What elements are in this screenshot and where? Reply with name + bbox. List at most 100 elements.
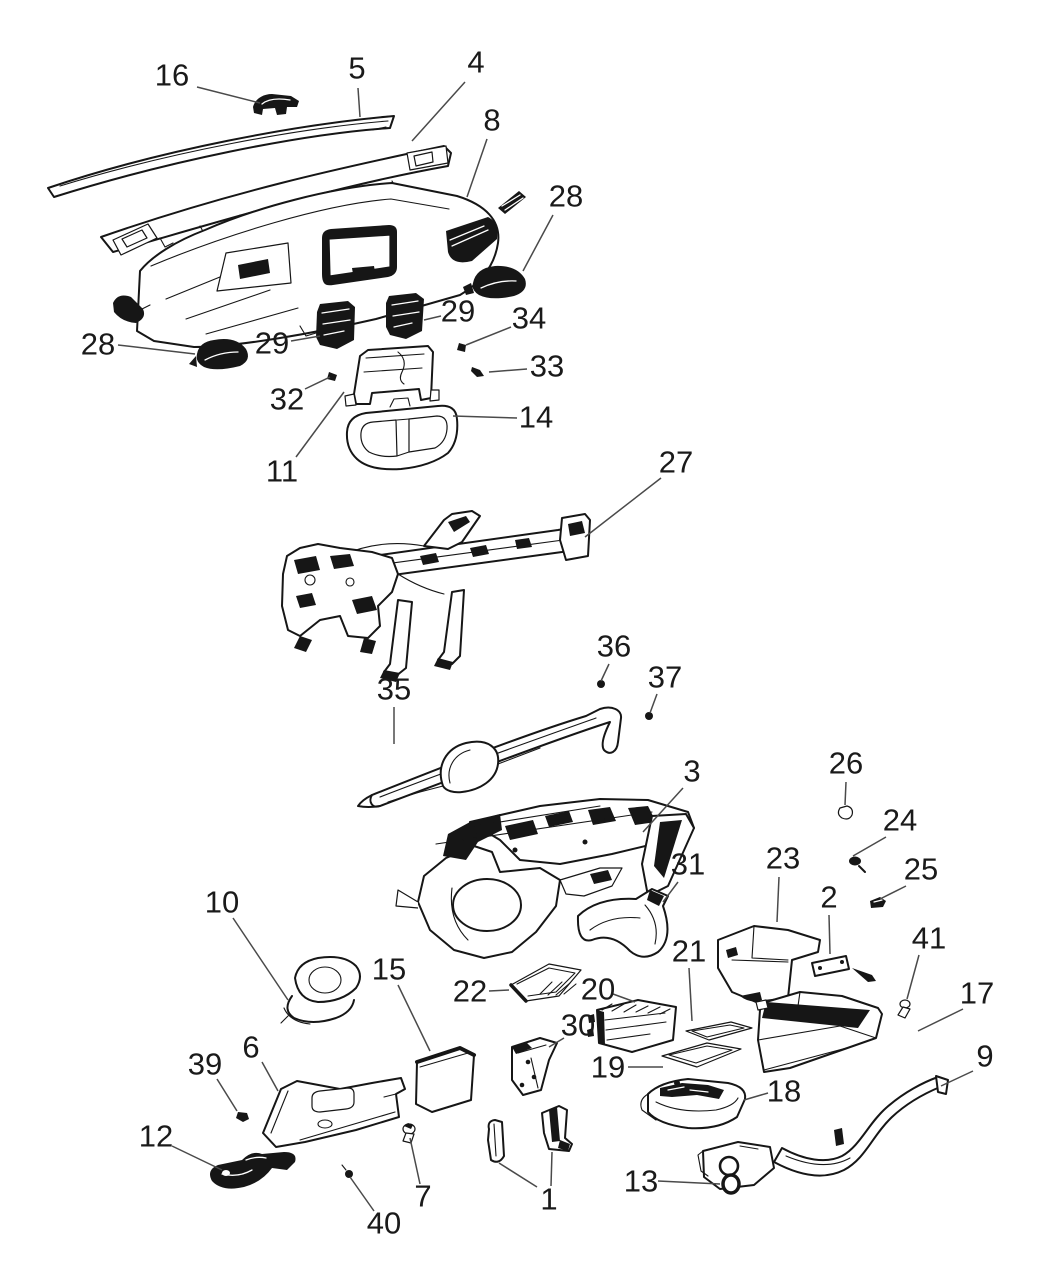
part-console-bin-18	[640, 1078, 747, 1130]
leader-line-18	[743, 1092, 769, 1101]
clip-33	[471, 367, 484, 377]
leader-line-33	[488, 368, 528, 373]
callout-label-23: 23	[766, 841, 800, 876]
part-cap-16	[253, 94, 299, 115]
leader-line-24	[852, 836, 887, 857]
leader-line-10	[232, 917, 289, 1001]
leader-line-28	[522, 214, 554, 272]
leader-line-37	[649, 693, 658, 714]
part-mat-19	[661, 1042, 742, 1068]
part-bracket-30	[511, 1037, 558, 1096]
part-side-cover-31	[576, 888, 669, 958]
part-center-bezel-14	[345, 397, 459, 471]
callout-label-34: 34	[512, 301, 546, 336]
callout-label-9: 9	[976, 1039, 993, 1074]
part-vent-28-left	[189, 339, 248, 370]
callout-label-20: 20	[581, 972, 615, 1007]
callout-label-27: 27	[659, 445, 693, 480]
callout-label-26: 26	[829, 746, 863, 781]
part-vent-29-center	[316, 301, 355, 349]
part-glovebox-housing-23	[717, 925, 821, 1003]
part-bracket-2	[811, 955, 876, 982]
leader-line-27	[584, 477, 662, 538]
part-mat-22	[509, 963, 582, 1003]
callout-label-2: 2	[820, 880, 837, 915]
part-endcap-1-left	[487, 1119, 505, 1163]
leader-line-2	[828, 914, 831, 955]
part-grommet-13	[721, 1173, 741, 1195]
leader-line-1	[550, 1151, 553, 1187]
part-crossbeam-27	[281, 510, 591, 682]
callout-label-3: 3	[683, 754, 700, 789]
leader-line-17	[917, 1008, 964, 1032]
part-column-shroud-10	[280, 956, 361, 1025]
part-cluster-hood-35	[357, 706, 623, 808]
callout-label-1: 1	[540, 1182, 557, 1217]
leader-line-21	[688, 967, 693, 1022]
leader-line-29	[423, 315, 442, 321]
part-glovebox-door-17	[755, 991, 883, 1073]
callout-label-14: 14	[519, 400, 553, 435]
leader-line-40	[349, 1176, 375, 1212]
part-lower-trim-9	[697, 1075, 949, 1190]
leader-line-34	[465, 326, 512, 346]
leader-line-36	[600, 663, 610, 682]
callout-label-19: 19	[591, 1050, 625, 1085]
callout-label-11: 11	[266, 454, 298, 489]
screw-24	[849, 856, 866, 873]
callout-label-40: 40	[367, 1206, 401, 1241]
part-demister-bezel-28-right	[463, 191, 526, 299]
leader-line-8	[466, 138, 488, 198]
leader-line-11	[295, 391, 345, 458]
part-knee-blocker-6	[262, 1077, 406, 1148]
leader-line-5	[357, 87, 361, 118]
callout-label-29: 29	[255, 326, 289, 361]
callout-label-41: 41	[912, 921, 946, 956]
callout-label-39: 39	[188, 1047, 222, 1082]
callout-label-18: 18	[767, 1074, 801, 1109]
screw-34	[457, 343, 466, 352]
part-windshield-strip-5	[47, 115, 395, 198]
callout-label-30: 30	[561, 1008, 595, 1043]
leader-line-23	[776, 876, 780, 923]
screw-7	[402, 1123, 416, 1144]
leader-line-30	[548, 1037, 565, 1048]
clip-40	[341, 1164, 353, 1178]
part-mat-21	[685, 1021, 753, 1041]
part-bracket-12	[210, 1152, 296, 1189]
leader-line-15	[397, 984, 431, 1052]
screw-32	[327, 372, 337, 381]
callout-label-7: 7	[414, 1179, 431, 1214]
clip-25	[870, 897, 886, 908]
leader-line-4	[411, 81, 466, 142]
leader-line-7	[409, 1137, 421, 1185]
part-silencer-panel-15	[415, 1046, 476, 1113]
clip-39	[236, 1112, 249, 1122]
callout-label-28: 28	[549, 179, 583, 214]
clip-36	[597, 680, 605, 688]
leader-line-26	[844, 781, 847, 806]
callout-label-25: 25	[904, 852, 938, 887]
callout-label-17: 17	[960, 976, 994, 1011]
callout-label-10: 10	[205, 885, 239, 920]
leader-line-32	[304, 376, 331, 390]
leader-line-14	[452, 415, 518, 419]
clip-26	[837, 805, 854, 820]
screw-41	[897, 999, 911, 1019]
part-vent-29-right	[386, 293, 424, 339]
callout-label-13: 13	[624, 1164, 658, 1199]
leader-line-29	[290, 335, 321, 342]
callout-label-8: 8	[483, 103, 500, 138]
callout-label-5: 5	[348, 51, 365, 86]
part-endcap-1-right	[541, 1105, 573, 1152]
callout-label-33: 33	[530, 349, 564, 384]
leader-line-28	[117, 344, 196, 355]
callout-label-15: 15	[372, 952, 406, 987]
callout-label-29: 29	[441, 294, 475, 329]
leader-line-6	[261, 1061, 279, 1092]
clip-37	[645, 712, 653, 720]
leader-line-12	[171, 1145, 223, 1171]
part-radio-bracket-11	[344, 345, 440, 407]
